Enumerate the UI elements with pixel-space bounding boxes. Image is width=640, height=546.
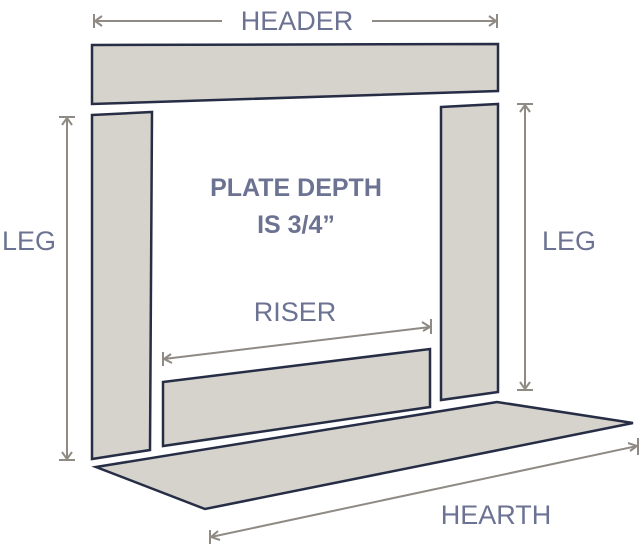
hearth-plate	[91, 400, 634, 511]
riser-dimension-line	[162, 319, 432, 366]
right-leg-plate	[439, 102, 500, 402]
left-leg-plate	[90, 110, 154, 461]
hearth-label: HEARTH	[441, 500, 552, 530]
hearth-dimension-line	[209, 438, 640, 544]
header-dimension-line	[93, 14, 498, 28]
left-leg-dimension-line	[59, 116, 75, 461]
right-leg-dimension-line	[517, 103, 533, 391]
riser-label: RISER	[254, 297, 337, 327]
plate-depth-note-line1: PLATE DEPTH	[210, 174, 382, 202]
riser-plate	[161, 347, 432, 448]
header-label: HEADER	[241, 6, 354, 36]
header-plate	[90, 42, 500, 106]
left-leg-label: LEG	[2, 226, 56, 256]
right-leg-label: LEG	[542, 226, 596, 256]
plate-depth-note-line2: IS 3/4”	[257, 211, 335, 239]
